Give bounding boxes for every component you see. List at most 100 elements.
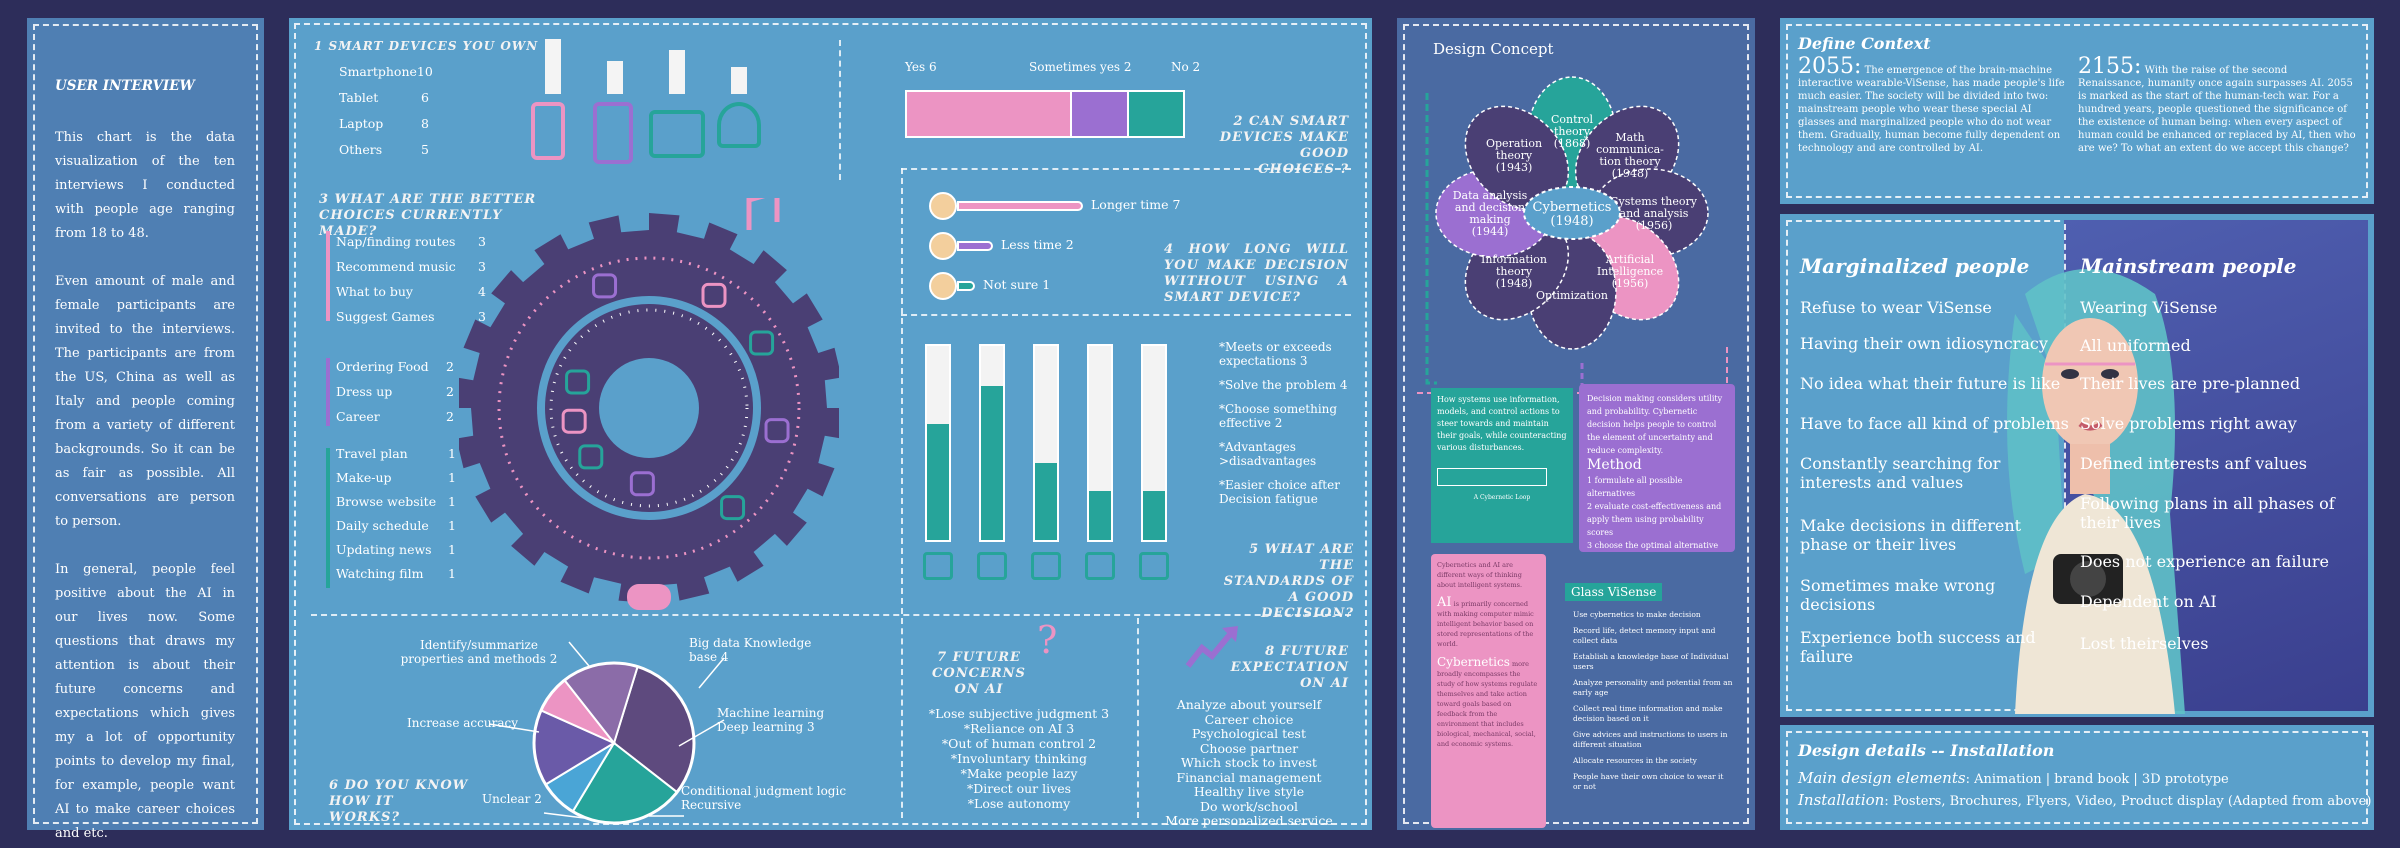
- device-level-bar: [731, 66, 747, 94]
- q5-bar: [1141, 344, 1167, 542]
- choice-row-label: Suggest Games: [336, 309, 435, 324]
- gear-choice-icon: [764, 418, 790, 444]
- marginalized-trait: Having their own idiosyncracy: [1800, 334, 2048, 353]
- interview-paragraph-3: In general, people feel positive about t…: [55, 562, 235, 841]
- laptop-icon: [649, 110, 705, 158]
- glass-feature: Establish a knowledge base of Individual…: [1573, 652, 1729, 671]
- choice-row-value: 1: [448, 446, 456, 461]
- loop-caption: A Cybernetic Loop: [1473, 494, 1531, 501]
- compare-intro: Cybernetics and AI are different ways of…: [1437, 561, 1523, 589]
- cybernetics-heading: Cybernetics: [1437, 655, 1510, 669]
- ai-description: is primarily concerned with making compu…: [1437, 600, 1534, 648]
- mainstream-trait: Wearing ViSense: [2080, 298, 2218, 317]
- q2-label: Sometimes yes 2: [1029, 60, 1132, 74]
- gear-choice-icon: [720, 495, 746, 521]
- cybernetics-center: [1523, 186, 1621, 240]
- thumbs-up-icon: [1031, 552, 1061, 580]
- device-icons: [521, 32, 821, 172]
- mainstream-trait: Defined interests anf values: [2080, 454, 2307, 473]
- interview-paragraph-1: This chart is the data visualization of …: [55, 130, 235, 241]
- device-row: Laptop 8: [339, 116, 429, 142]
- choice-row-label: Career: [336, 409, 380, 424]
- choice-row-label: Updating news: [336, 542, 432, 557]
- checkbox-icon: [1085, 552, 1115, 580]
- concern-item: *Direct our lives: [966, 781, 1072, 796]
- device-row-value: 8: [421, 116, 429, 131]
- concern-item: *Make people lazy: [960, 766, 1078, 781]
- expectation-item: Do work/school: [1199, 798, 1299, 814]
- standard-item: *Solve the problem 4: [1219, 378, 1348, 392]
- concern-item: *Out of human control 2: [941, 736, 1097, 751]
- standard-item: *Advantages >disadvantages: [1219, 440, 1317, 468]
- q2-stacked-bar: [905, 90, 1185, 138]
- gear-chart: [459, 198, 839, 610]
- glass-feature: Use cybernetics to make decision: [1573, 610, 1701, 619]
- q2-segment: [1072, 92, 1129, 136]
- device-row-label: Others: [339, 142, 383, 157]
- glass-visense-label: Glass ViSense: [1565, 583, 1663, 601]
- q6-label-accuracy: Increase accuracy: [407, 716, 518, 730]
- choice-row: Travel plan 1: [336, 446, 456, 470]
- q2-segment: [1128, 92, 1184, 136]
- marginalized-trait: Constantly searching for interests and v…: [1800, 454, 2001, 492]
- q5-bars: [923, 344, 1187, 604]
- glass-feature: People have their own choice to wear it …: [1573, 772, 1724, 791]
- q5-bar-fill: [1035, 462, 1057, 540]
- question-icon: [977, 552, 1007, 580]
- marginalized-trait: Refuse to wear ViSense: [1800, 298, 1992, 317]
- installation-value: : Posters, Brochures, Flyers, Video, Pro…: [1884, 794, 2372, 809]
- question-icon: ?: [1037, 618, 1058, 662]
- context-title: Define Context: [1798, 34, 1931, 53]
- choice-row-value: 3: [478, 309, 486, 324]
- q2-segment: [907, 92, 1073, 136]
- panel-border: [1786, 731, 2368, 824]
- q6-title: 6 DO YOU KNOW HOW IT WORKS?: [329, 778, 469, 825]
- choice-row-label: Browse website: [336, 494, 437, 509]
- q6-label-ml: Machine learning Deep learning 3: [717, 706, 825, 734]
- q5-bar-fill: [1089, 491, 1111, 540]
- method-box: Decision making considers utility and pr…: [1579, 384, 1735, 552]
- choice-row-value: 2: [446, 409, 454, 424]
- console-icon: [717, 102, 761, 148]
- q2-label: No 2: [1171, 60, 1201, 74]
- pie-leader-line: [678, 719, 725, 747]
- mainstream-trait: Solve problems right away: [2080, 414, 2297, 433]
- choice-row-label: Watching film: [336, 566, 424, 581]
- mainstream-title: Mainstream people: [2080, 254, 2297, 278]
- mainstream-trait: Following plans in all phases of their l…: [2080, 494, 2335, 532]
- face-icon: [929, 272, 957, 300]
- choice-row-value: 2: [446, 384, 454, 399]
- year-2155: 2155:: [2078, 54, 2142, 79]
- concern-item: *Lose autonomy: [967, 796, 1071, 811]
- q1-title: 1 SMART DEVICES YOU OWN: [314, 39, 539, 53]
- device-row-value: 5: [421, 142, 429, 157]
- choice-row-label: Travel plan: [336, 446, 408, 461]
- expectation-item: Choose partner: [1199, 740, 1299, 756]
- q6-label-unclear: Unclear 2: [482, 792, 542, 806]
- interview-paragraph-2: Even amount of male and female participa…: [55, 274, 235, 529]
- expectation-item: Analyze about yourself: [1176, 697, 1322, 712]
- details-line-2: Installation: Posters, Brochures, Flyers…: [1798, 791, 2371, 809]
- device-row-label: Laptop: [339, 116, 384, 131]
- standard-item: *Meets or exceeds expectations 3: [1219, 340, 1332, 368]
- panel-border: [1786, 24, 2368, 198]
- gear-choice-icon: [592, 273, 618, 299]
- panel-border: [33, 24, 258, 824]
- context-2155: 2155: With the raise of the second Renai…: [2078, 56, 2356, 155]
- q2-label: Yes 6: [905, 60, 937, 74]
- details-title: Design details -- Installation: [1798, 741, 2055, 760]
- method-step: 1 formulate all possible alternatives: [1587, 476, 1683, 498]
- elements-label: Main design elements: [1798, 769, 1966, 787]
- context-2055: 2055: The emergence of the brain-machine…: [1798, 56, 2066, 155]
- ai-vs-cybernetics-box: Cybernetics and AI are different ways of…: [1431, 554, 1546, 828]
- marginalized-trait: Have to face all kind of problems: [1800, 414, 2069, 433]
- face-icon: [929, 192, 957, 220]
